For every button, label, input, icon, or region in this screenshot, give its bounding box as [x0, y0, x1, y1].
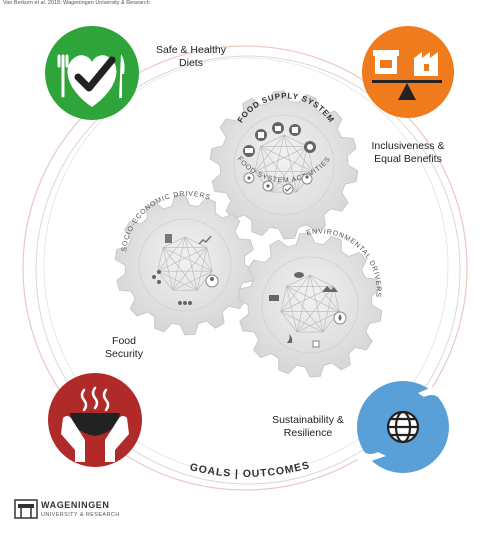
safe-healthy-diets-label: Safe & Healthy Diets: [155, 44, 227, 69]
document-icon: [165, 234, 172, 243]
heart-check-icon: [67, 55, 117, 107]
person-icon: [205, 274, 219, 288]
factory-icon: [269, 295, 279, 301]
factory-icon: [414, 52, 438, 76]
sustainability-badge: [356, 381, 449, 473]
steam-icon: [80, 386, 110, 412]
share-icon: [152, 270, 161, 284]
transport-icon: [243, 145, 255, 157]
bowl-icon: [70, 413, 120, 436]
leaves-icon: [294, 272, 304, 278]
network-icon: [243, 172, 255, 184]
fire-icon: [287, 334, 293, 343]
landscape-icon: [322, 286, 338, 292]
gear-environmental-drivers: [237, 232, 383, 378]
consumption-icon: [304, 141, 316, 153]
image-credit: Van Berkum et al. 2018; Wageningen Unive…: [3, 0, 150, 6]
check-icon: [282, 183, 294, 195]
hands-holding-icon: [356, 386, 446, 463]
processing-icon: [255, 129, 267, 141]
safe-healthy-diets-badge: [45, 26, 139, 120]
inclusiveness-label: Inclusiveness & Equal Benefits: [371, 140, 445, 165]
fork-icon: [57, 54, 69, 98]
waste-icon: [262, 180, 274, 192]
storage-icon: [289, 124, 301, 136]
food-security-badge: [48, 373, 142, 467]
food-security-label: Food Security: [105, 335, 143, 360]
plant-icon: [312, 340, 320, 348]
environmental-icons: [269, 272, 347, 348]
consumer-icon: [301, 173, 313, 185]
logo-subtitle: UNIVERSITY & RESEARCH: [41, 512, 120, 518]
balance-scale-icon: [372, 80, 442, 100]
wageningen-logo: WAGENINGEN UNIVERSITY & RESEARCH: [14, 498, 154, 524]
hands-icon: [61, 416, 129, 462]
inclusiveness-badge: [362, 26, 454, 118]
sustainability-label: Sustainability & Resilience: [272, 414, 344, 439]
food-supply-icons: [243, 122, 316, 195]
socio-economic-icons: [152, 234, 219, 305]
goals-outcomes-label: GOALS | OUTCOMES: [189, 459, 312, 480]
knife-icon: [119, 54, 125, 98]
gear-socio-economic-drivers: [114, 194, 256, 336]
wageningen-logo-mark: [14, 499, 38, 519]
retail-icon: [272, 122, 284, 134]
outer-ring: [22, 45, 468, 491]
water-drop-icon: [333, 311, 347, 325]
logo-title: WAGENINGEN: [41, 500, 110, 510]
graph-up-icon: [198, 235, 212, 245]
market-stall-icon: [373, 50, 399, 74]
globe-icon: [386, 410, 420, 444]
group-icon: [178, 301, 192, 305]
